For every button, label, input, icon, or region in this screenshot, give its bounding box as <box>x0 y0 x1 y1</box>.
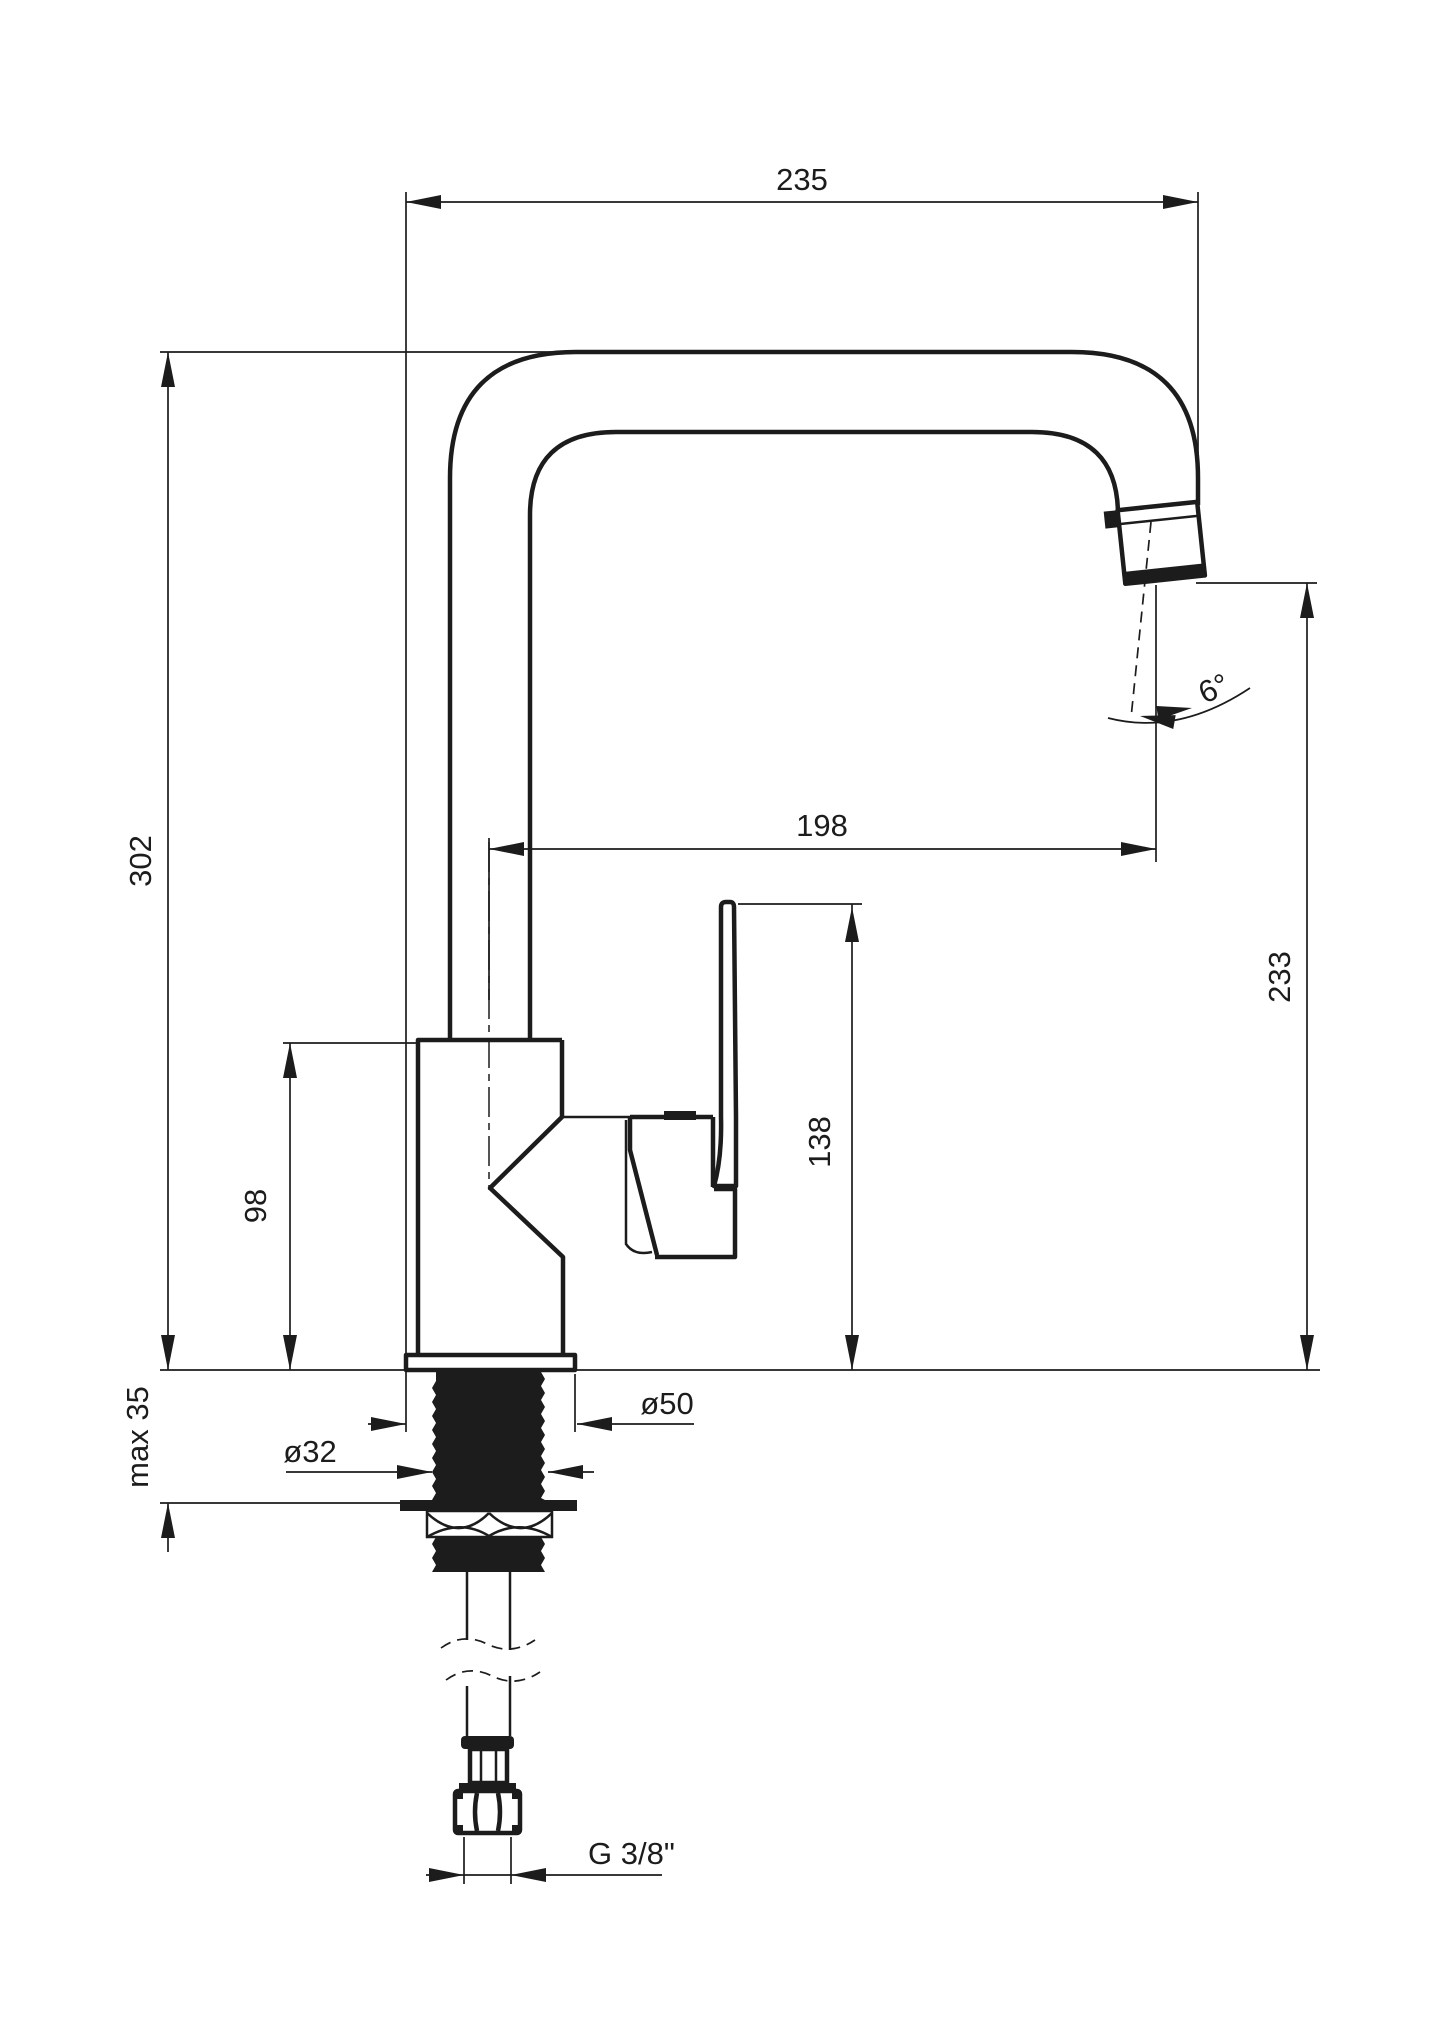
supply-hose <box>440 1572 541 1736</box>
dim-label-235: 235 <box>776 162 828 197</box>
dim-outlet-height: 233 <box>1196 582 1317 1370</box>
dim-label-233: 233 <box>1262 951 1297 1003</box>
dim-base-diameter: ø50 <box>368 1374 694 1432</box>
dim-body-height: 98 <box>238 1042 416 1370</box>
hose-fitting <box>452 1736 523 1836</box>
dim-overall-width: 235 <box>405 162 1199 1432</box>
washer-plate <box>400 1500 577 1511</box>
spout-tip <box>1103 499 1208 587</box>
spout-tube-outer <box>447 349 1201 1040</box>
handle-lever <box>711 899 739 1189</box>
dim-label-max35: max 35 <box>120 1386 155 1488</box>
dim-label-198: 198 <box>796 808 848 843</box>
hose-hex-nut <box>452 1788 523 1836</box>
dim-shank-diameter: ø32 <box>283 1434 594 1479</box>
dim-spout-tilt: 6° <box>1107 666 1251 729</box>
base-flange <box>403 1352 578 1373</box>
dim-label-98: 98 <box>238 1189 273 1223</box>
dim-spout-reach: 198 <box>488 808 1156 1000</box>
cartridge-seam <box>562 1115 653 1255</box>
dim-label-d32: ø32 <box>283 1434 336 1469</box>
cartridge-cap-tab <box>664 1111 696 1120</box>
dim-label-d50: ø50 <box>640 1386 693 1421</box>
dim-label-138: 138 <box>802 1116 837 1168</box>
dim-label-6deg: 6° <box>1193 666 1234 710</box>
faucet-outline <box>403 349 1208 1373</box>
dim-label-302: 302 <box>123 835 158 887</box>
spout-tube-inner <box>527 429 1121 1040</box>
threaded-shank <box>432 1372 545 1500</box>
mounting-nut <box>432 1537 545 1572</box>
spherical-washer <box>425 1509 554 1539</box>
dim-supply-thread: G 3/8" <box>426 1836 675 1884</box>
under-deck-assembly <box>400 1372 577 1836</box>
dim-max-deck-thickness: max 35 <box>120 1386 400 1552</box>
outlet-axis-tilted <box>1130 521 1152 719</box>
faucet-body <box>415 1037 566 1355</box>
dim-label-g38: G 3/8" <box>588 1836 675 1871</box>
dim-handle-height: 138 <box>738 903 862 1370</box>
dim-overall-height: 302 <box>123 351 565 1370</box>
